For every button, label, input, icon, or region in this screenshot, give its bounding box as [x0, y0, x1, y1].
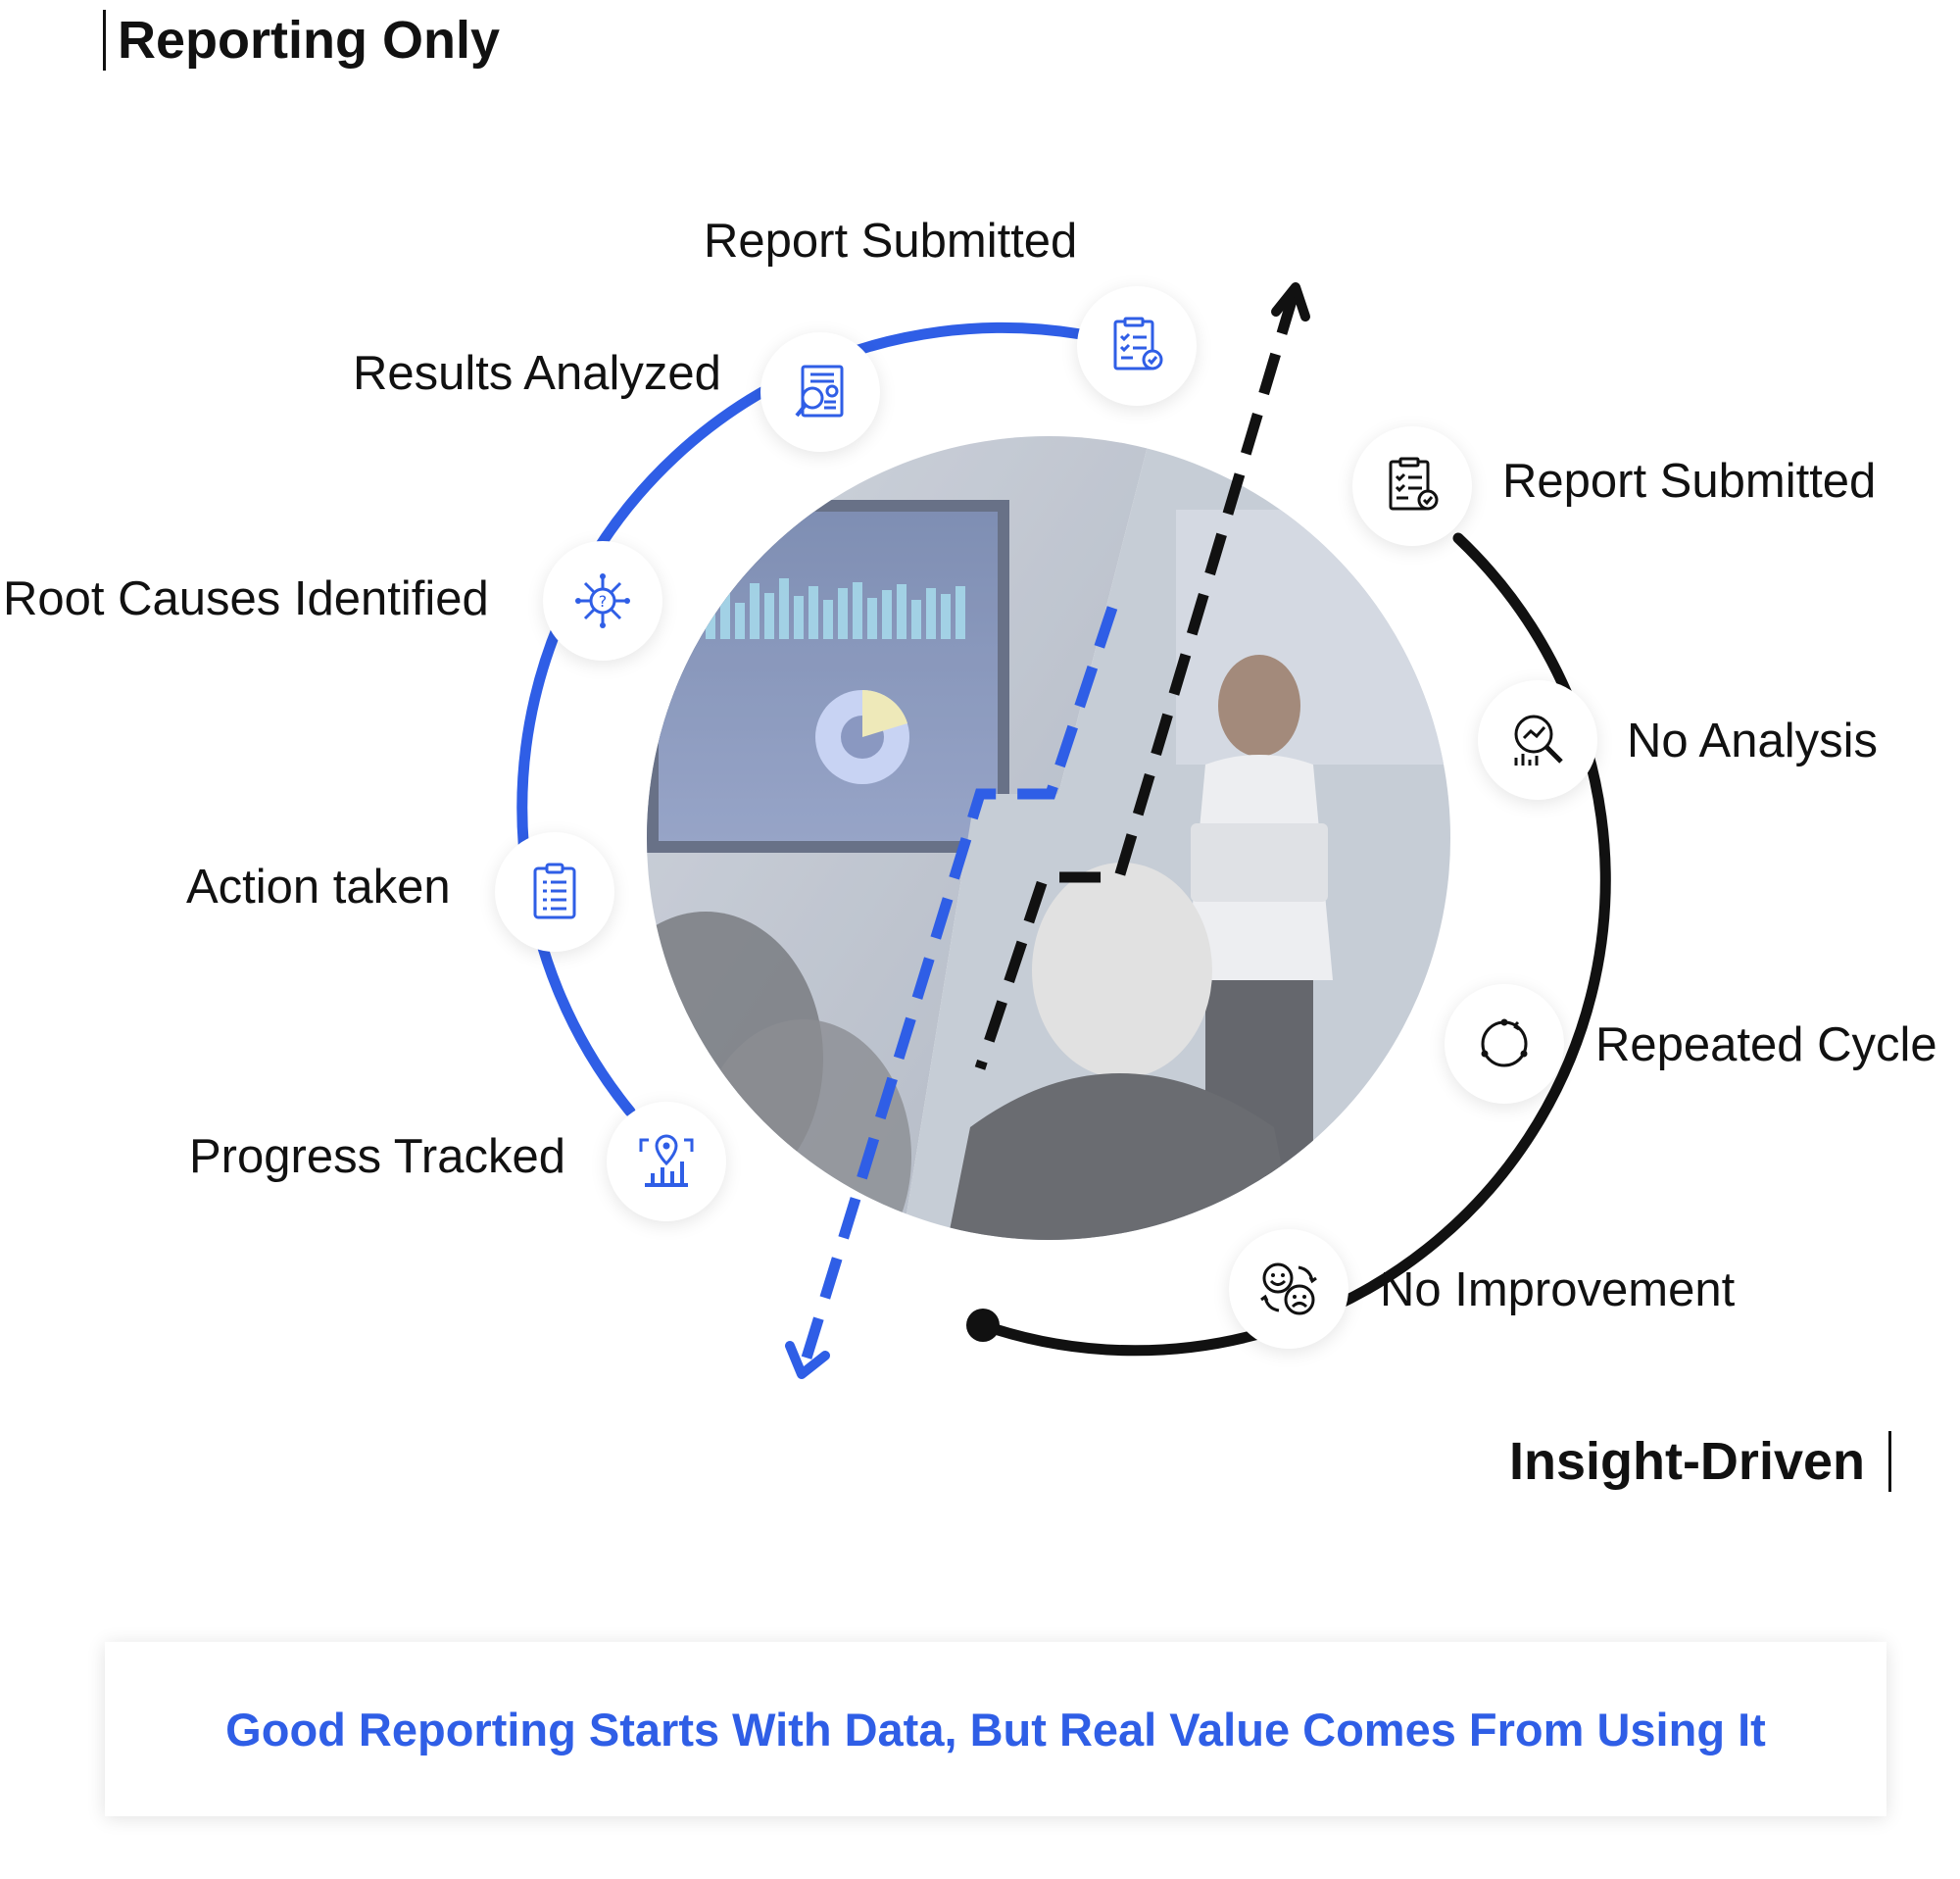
label-report-submitted-right: Report Submitted	[1502, 455, 1877, 508]
report-check-icon	[1113, 317, 1163, 371]
blue-arrowhead	[785, 1341, 830, 1379]
label-progress-tracked: Progress Tracked	[189, 1130, 565, 1183]
blue-dashed-path	[798, 606, 1118, 1369]
node-action-taken	[495, 832, 614, 952]
black-dashed-path	[974, 292, 1299, 1070]
cycle-arrows-icon	[1481, 1018, 1528, 1067]
node-root-causes: ?	[543, 541, 662, 661]
node-repeated-cycle	[1445, 984, 1564, 1104]
summary-banner-text: Good Reporting Starts With Data, But Rea…	[225, 1703, 1766, 1755]
smile-frown-icon	[1260, 1262, 1317, 1315]
label-no-analysis: No Analysis	[1627, 715, 1879, 767]
node-no-improvement	[1229, 1229, 1348, 1349]
title-reporting-only: Reporting Only	[103, 10, 500, 71]
label-results-analyzed: Results Analyzed	[353, 347, 721, 400]
label-no-improvement: No Improvement	[1380, 1263, 1736, 1316]
node-report-submitted-left	[1077, 286, 1197, 406]
label-repeated-cycle: Repeated Cycle	[1595, 1018, 1937, 1071]
network-question-icon: ?	[575, 573, 630, 628]
document-magnifier-icon	[795, 365, 844, 418]
label-report-submitted-left: Report Submitted	[704, 215, 1078, 268]
right-cycle-endpoint	[966, 1309, 1000, 1342]
svg-text:?: ?	[599, 592, 608, 611]
summary-banner: Good Reporting Starts With Data, But Rea…	[105, 1642, 1886, 1816]
node-no-analysis	[1478, 680, 1597, 800]
label-action-taken: Action taken	[186, 861, 451, 914]
title-insight-driven: Insight-Driven	[1509, 1431, 1891, 1492]
node-progress-tracked	[607, 1102, 726, 1221]
label-root-causes-identified: Root Causes Identified	[3, 572, 489, 625]
node-report-submitted-right	[1352, 426, 1472, 546]
black-arrowhead	[1271, 282, 1310, 321]
magnifier-chart-icon	[1514, 715, 1563, 766]
report-check-icon	[1389, 457, 1439, 511]
clipboard-list-icon	[533, 863, 576, 919]
node-results-analyzed	[760, 332, 880, 452]
location-chart-icon	[639, 1134, 694, 1187]
